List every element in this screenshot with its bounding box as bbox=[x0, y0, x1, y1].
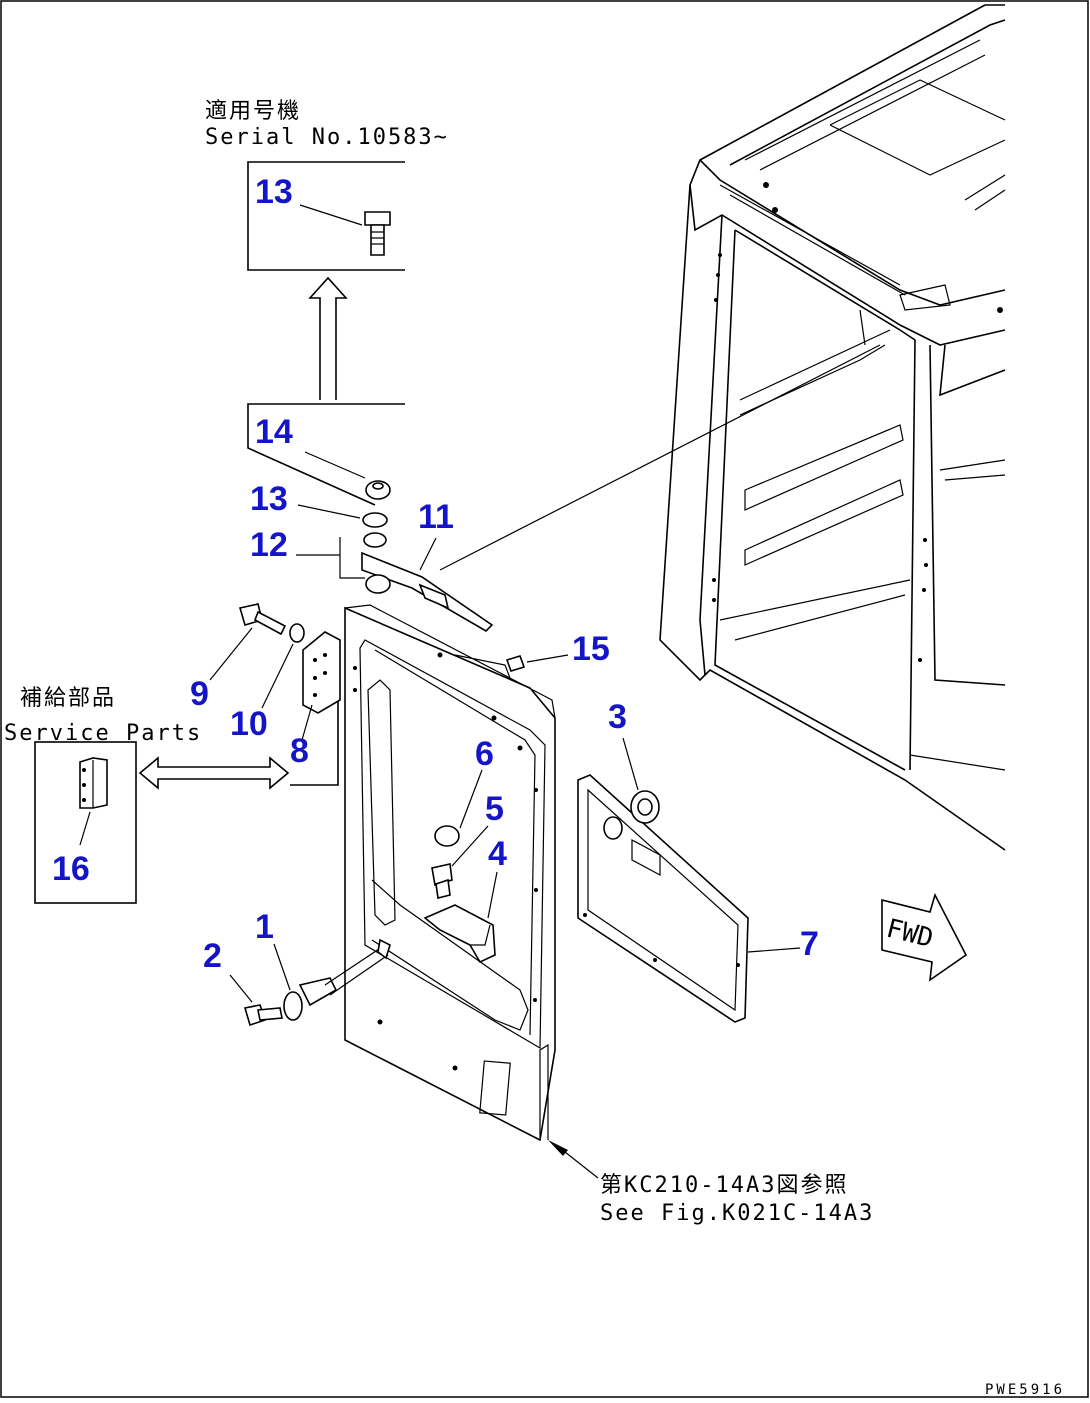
hinge-plate-icon bbox=[361, 551, 494, 633]
double-arrow-icon bbox=[138, 756, 290, 790]
service-parts-jp-label: 補給部品 bbox=[20, 686, 116, 711]
cab-body bbox=[659, 4, 1006, 851]
callout-6: 6 bbox=[475, 735, 494, 773]
callout-3: 3 bbox=[608, 698, 627, 736]
callout-11: 11 bbox=[418, 498, 454, 536]
upgrade-arrow-icon bbox=[308, 276, 348, 400]
see-fig-jp-label: 第KC210-14A3図参照 bbox=[600, 1173, 848, 1198]
see-fig-label: See Fig.K021C-14A3 bbox=[600, 1201, 874, 1226]
callout-2: 2 bbox=[203, 937, 222, 975]
callout-7: 7 bbox=[800, 925, 819, 963]
hinge-leader-line bbox=[439, 344, 881, 571]
serial-range-label: Serial No.10583~ bbox=[205, 125, 449, 150]
callout-15: 15 bbox=[572, 630, 610, 668]
callout-14-serial: 13 bbox=[255, 173, 293, 211]
callout-8: 8 bbox=[290, 732, 309, 770]
callout-13: 13 bbox=[250, 480, 288, 518]
hex-bolt-icon bbox=[238, 603, 287, 636]
serial-inset: 適用号機 Serial No.10583~ bbox=[205, 99, 449, 400]
applicable-serial-label: 適用号機 bbox=[205, 99, 301, 124]
bolt-icon bbox=[364, 211, 391, 256]
callout-4: 4 bbox=[488, 835, 507, 873]
washer-icon bbox=[362, 512, 388, 548]
nut-icon bbox=[365, 480, 391, 500]
door-panel bbox=[344, 604, 599, 1179]
callout-numbers: 13 14 13 12 11 15 9 10 8 16 3 6 5 4 7 1 … bbox=[52, 173, 819, 975]
callout-16: 16 bbox=[52, 850, 90, 888]
callout-9: 9 bbox=[190, 675, 209, 713]
service-parts-inset: 補給部品 Service Parts bbox=[4, 603, 341, 904]
callout-5: 5 bbox=[485, 790, 504, 828]
fwd-label: FWD bbox=[883, 914, 936, 954]
lock-parts bbox=[229, 769, 498, 1027]
pin-icon bbox=[505, 654, 569, 672]
callout-10: 10 bbox=[230, 705, 268, 743]
callout-1: 1 bbox=[255, 908, 274, 946]
hinge-assembly bbox=[247, 403, 494, 633]
callout-14: 14 bbox=[255, 413, 293, 451]
callout-12: 12 bbox=[250, 526, 288, 564]
drawing-code: PWE5916 bbox=[985, 1382, 1065, 1398]
forward-arrow-icon: FWD bbox=[881, 892, 968, 982]
cover-panel bbox=[577, 737, 801, 1023]
